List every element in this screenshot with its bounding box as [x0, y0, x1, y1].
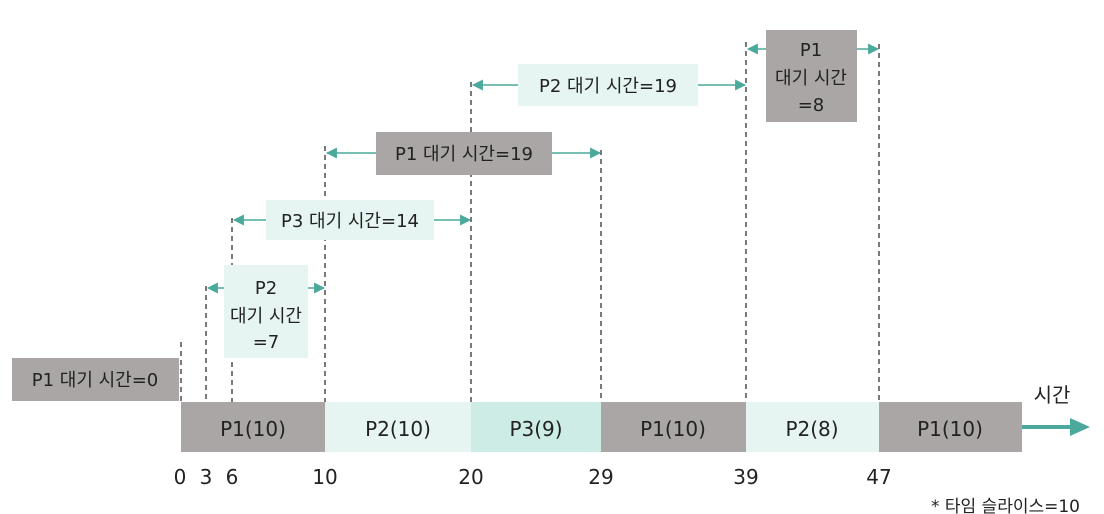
segment-label-p2-second: P2(8)	[785, 417, 838, 441]
p1-wait-second-box	[376, 132, 552, 175]
tick-label: 3	[200, 465, 213, 489]
segment-p2-first	[325, 402, 471, 452]
tick-label: 39	[733, 465, 758, 489]
time-slice-footnote: * 타임 슬라이스=10	[931, 497, 1080, 514]
p1-wait-third-line2: 대기 시간	[775, 68, 847, 89]
p1-wait-third-line1: P1	[800, 40, 822, 61]
tick-label: 47	[866, 465, 891, 489]
segment-p2-second	[746, 402, 879, 452]
p2-wait-first-line1: P2	[255, 278, 277, 299]
p2-wait-first: P2 대기 시간 =7	[206, 265, 326, 358]
segment-p3	[471, 402, 601, 452]
p2-wait-first-line3: =7	[253, 332, 280, 353]
p1-wait-third-line3: =8	[798, 95, 825, 116]
tick-label: 0	[174, 465, 187, 489]
segment-label-p3: P3(9)	[509, 417, 562, 441]
segment-label-p1-second: P1(10)	[640, 417, 706, 441]
p3-wait-box	[266, 200, 434, 240]
segment-p1-second	[601, 402, 746, 452]
segment-label-p2-first: P2(10)	[365, 417, 431, 441]
tick-labels: 0 3 6 10 20 29 39 47	[174, 465, 892, 489]
tick-label: 29	[588, 465, 613, 489]
time-axis-label: 시간	[1034, 383, 1071, 407]
p2-wait-second-label: P2 대기 시간=19	[539, 76, 677, 97]
p1-wait-zero-label: P1 대기 시간=0	[32, 370, 159, 391]
p2-wait-second-box	[518, 64, 698, 106]
tick-label: 6	[226, 465, 239, 489]
p1-wait-third: P1 대기 시간 =8	[746, 30, 880, 122]
segment-p1-third	[879, 402, 1022, 452]
p1-wait-second-label: P1 대기 시간=19	[395, 144, 533, 165]
p3-wait-label: P3 대기 시간=14	[281, 211, 419, 232]
p2-wait-second: P2 대기 시간=19	[471, 64, 747, 106]
time-axis-arrow	[1022, 418, 1090, 436]
p2-wait-first-box	[224, 265, 308, 358]
segment-p1-first	[181, 402, 325, 452]
segment-label-p1-first: P1(10)	[220, 417, 286, 441]
p1-wait-second: P1 대기 시간=19	[325, 132, 602, 175]
tick-label: 10	[312, 465, 337, 489]
segment-label-p1-third: P1(10)	[917, 417, 983, 441]
tick-label: 20	[458, 465, 483, 489]
timeline-bar: P1(10) P2(10) P3(9) P1(10) P2(8) P1(10)	[181, 402, 1022, 452]
p1-wait-zero-box	[12, 358, 179, 401]
p1-wait-third-box	[766, 30, 857, 122]
p3-wait: P3 대기 시간=14	[232, 200, 472, 240]
p2-wait-first-line2: 대기 시간	[230, 306, 302, 327]
